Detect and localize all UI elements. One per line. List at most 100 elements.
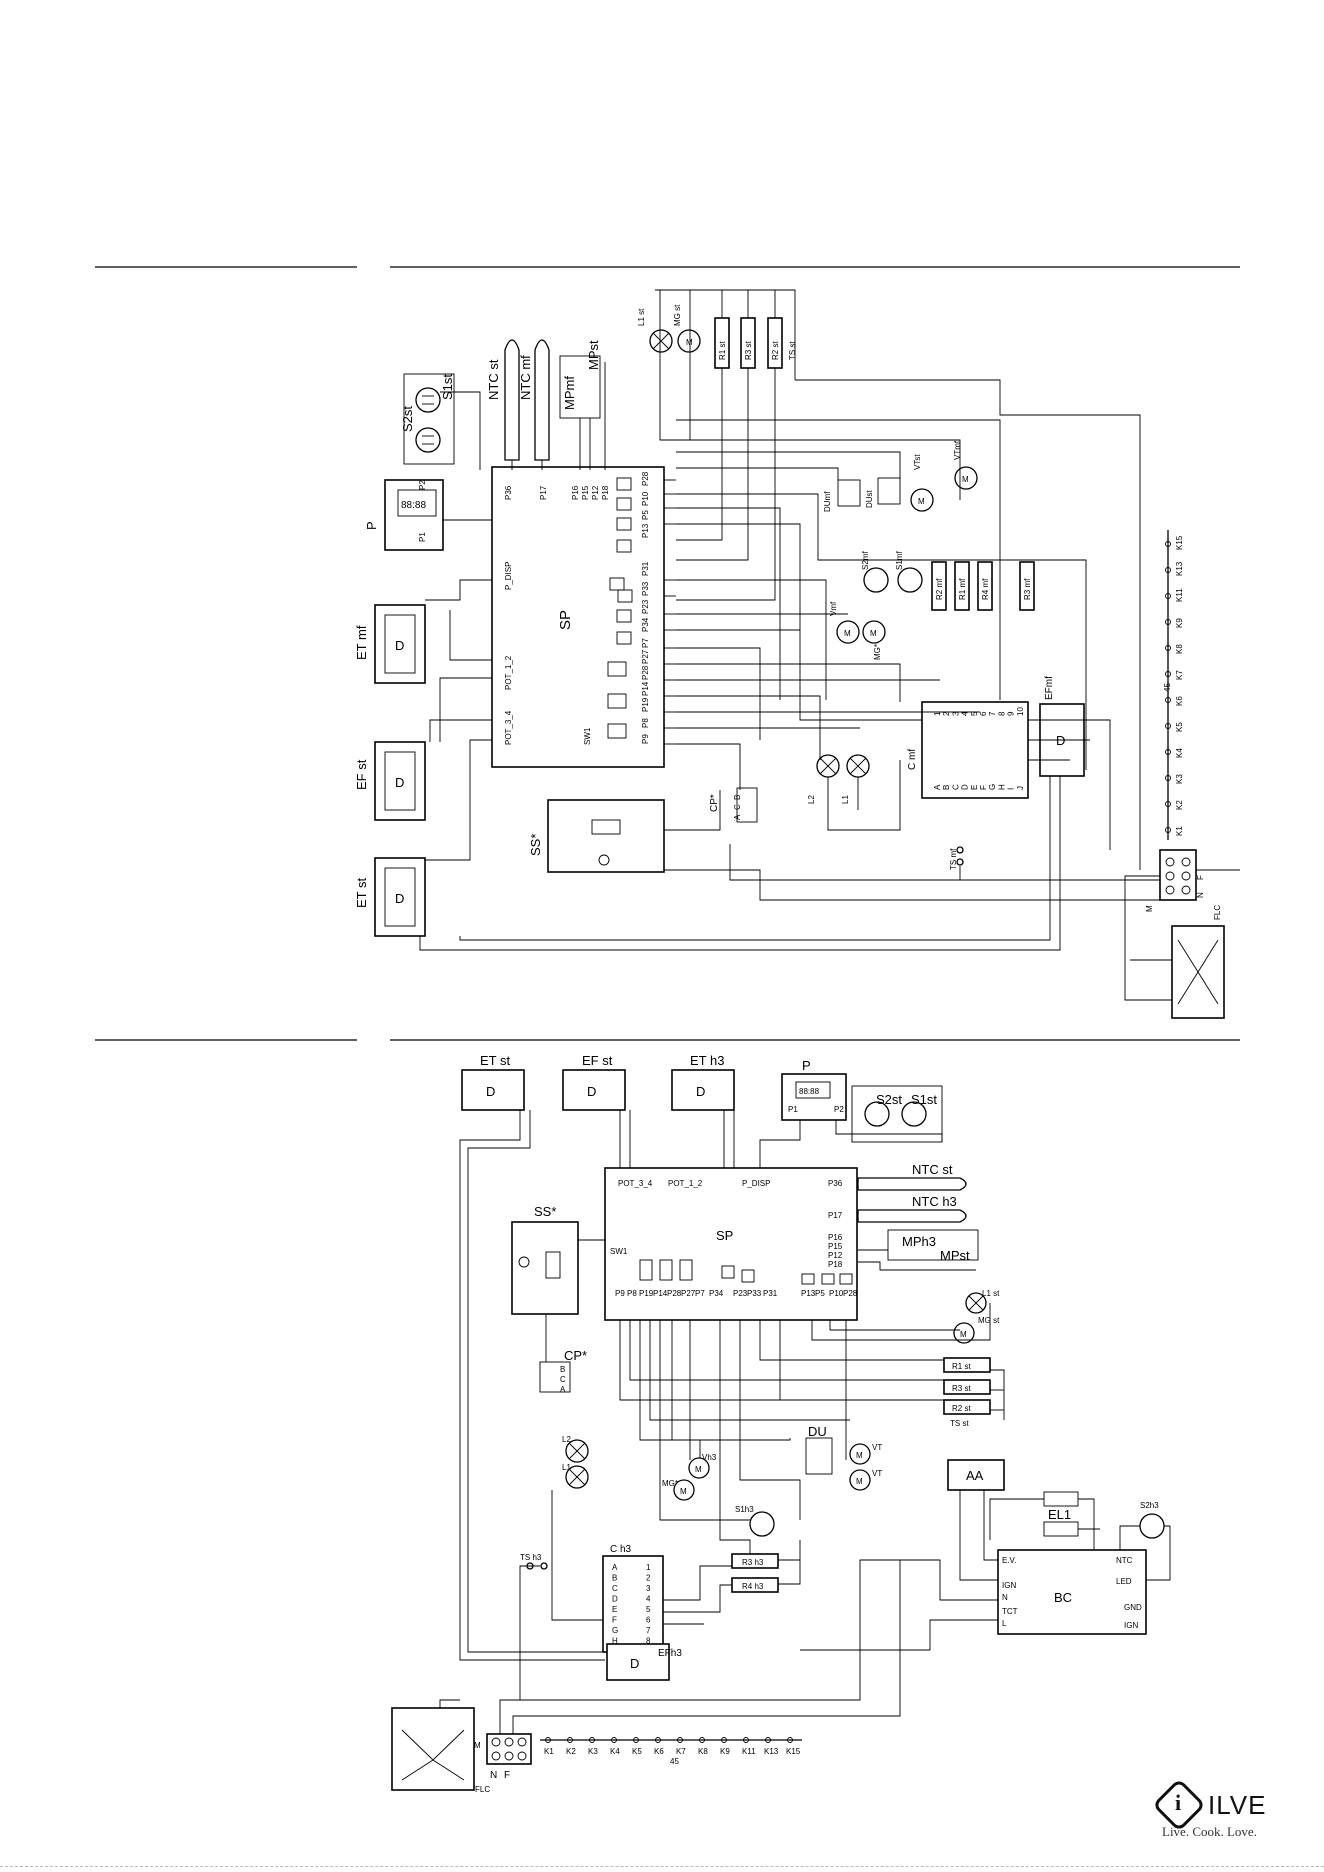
- label-b-el1: EL1: [1048, 1507, 1071, 1522]
- svg-text:M: M: [962, 475, 969, 484]
- label-b-mph3: MPh3: [902, 1234, 936, 1249]
- k-node: [655, 1737, 661, 1743]
- label-vmf: Vmf: [829, 601, 838, 616]
- label-mg: MG*: [873, 644, 882, 660]
- cp-b-pin-c: C: [560, 1375, 566, 1384]
- k-node: [611, 1737, 617, 1743]
- ch3-row: 1: [646, 1563, 651, 1572]
- b-bottom-port: P34: [709, 1289, 724, 1298]
- ch3-col: D: [612, 1595, 618, 1604]
- cmf-row: 6: [979, 711, 988, 716]
- bc-pin-tct: TCT: [1002, 1607, 1018, 1616]
- k-label: K4: [1175, 748, 1184, 758]
- label-b-s2st: S2st: [876, 1092, 902, 1107]
- thermostat-b-s2st: [864, 1101, 890, 1127]
- k-label: K1: [1175, 826, 1184, 836]
- label-b-l1st: L1 st: [982, 1289, 1000, 1298]
- k-label: K13: [1175, 561, 1184, 576]
- igniter-el1-top: [1043, 1491, 1079, 1507]
- k-label: K13: [764, 1747, 779, 1756]
- conn-b-pot34: POT_3_4: [618, 1179, 653, 1188]
- k-node: [1165, 723, 1171, 729]
- k-node: [699, 1737, 705, 1743]
- label-b-l1: L1: [562, 1463, 571, 1472]
- label-r4mf: R4 mf: [981, 578, 990, 600]
- port-p36: P36: [504, 485, 513, 500]
- thermostat-box: [403, 373, 455, 465]
- lamp-b-l1st: [965, 1292, 987, 1314]
- resistor-r4mf: [977, 561, 993, 611]
- lamp-l1st: [649, 329, 673, 353]
- thermostat-b-s2h3: [1139, 1513, 1165, 1539]
- label-b-ntcst: NTC st: [912, 1162, 953, 1177]
- b-right-port: P18: [828, 1260, 843, 1269]
- cmf-row: 3: [951, 711, 960, 716]
- cp-b-pin-b: B: [560, 1365, 565, 1374]
- terminal-m: M: [1145, 905, 1154, 912]
- thermostat-s2mf: [863, 567, 889, 593]
- probe-b-ntch3: [857, 1209, 967, 1223]
- label-vtmf: VTmf: [953, 440, 962, 460]
- display-port-p1: P1: [418, 532, 427, 542]
- ch3-col: G: [612, 1626, 618, 1635]
- label-b-ch3: C h3: [610, 1544, 632, 1555]
- lamp-b-l1: [565, 1465, 589, 1489]
- ch3-col: F: [612, 1616, 617, 1625]
- k-node: [1165, 827, 1171, 833]
- cmf-col: G: [988, 784, 997, 790]
- ch3-col: A: [612, 1563, 618, 1572]
- logo-word: ILVE: [1208, 1790, 1267, 1820]
- module-b-aa: [947, 1459, 1005, 1491]
- k-label: K15: [786, 1747, 801, 1756]
- b-bottom-port: P13: [801, 1289, 816, 1298]
- page-bottom-dash: [0, 1866, 1324, 1867]
- k-node: [633, 1737, 639, 1743]
- label-cp: CP*: [709, 794, 720, 812]
- k-node: [1165, 541, 1171, 547]
- du-mf: [837, 479, 861, 507]
- label-b-r2st: R2 st: [952, 1404, 971, 1413]
- port-p34: P34: [641, 617, 650, 632]
- label-b-ntch3: NTC h3: [912, 1194, 957, 1209]
- svg-text:M: M: [870, 629, 877, 638]
- cmf-row: 5: [970, 711, 979, 716]
- label-ntc-st: NTC st: [486, 359, 501, 400]
- label-r2st: R2 st: [771, 341, 780, 360]
- k-node: [1165, 645, 1171, 651]
- b-bottom-port: P9: [615, 1289, 625, 1298]
- bc-pin-gnd: GND: [1124, 1603, 1142, 1612]
- conn-b-sw1: SW1: [610, 1247, 628, 1256]
- module-b-ss: [511, 1221, 579, 1315]
- k-label: K9: [1175, 618, 1184, 628]
- knob-b-efst-symbol: D: [587, 1084, 596, 1099]
- filter-b-flc: [391, 1707, 475, 1791]
- knob-b-efh3: [606, 1643, 670, 1681]
- thermostat-b-box: [851, 1085, 943, 1143]
- b-bottom-port: P19: [639, 1289, 654, 1298]
- label-l2: L2: [807, 795, 816, 804]
- resistor-r1mf: [954, 561, 970, 611]
- knob-b-eth3: [671, 1069, 735, 1111]
- k-label: K3: [1175, 774, 1184, 784]
- ch3-col: C: [612, 1584, 618, 1593]
- port-p23: P23: [641, 599, 650, 614]
- k-count-bottom: 45: [670, 1757, 679, 1766]
- svg-text:M: M: [856, 1477, 863, 1486]
- label-b-r1st: R1 st: [952, 1362, 971, 1371]
- motor-b-mg: [673, 1479, 695, 1501]
- label-b-tsst: TS st: [950, 1419, 969, 1428]
- ch3-row: 3: [646, 1584, 651, 1593]
- k-label: K1: [544, 1747, 554, 1756]
- k-node: [743, 1737, 749, 1743]
- label-r3mf: R3 mf: [1023, 578, 1032, 600]
- label-dumf: DUmf: [823, 491, 832, 512]
- label-b-vh3: Vh3: [702, 1453, 717, 1462]
- k-label: K6: [654, 1747, 664, 1756]
- connector-cmf: [921, 701, 1029, 799]
- knob-b-etst: [461, 1069, 525, 1111]
- svg-text:M: M: [686, 338, 693, 347]
- probe-b-ntcst: [857, 1177, 967, 1191]
- svg-text:M: M: [844, 629, 851, 638]
